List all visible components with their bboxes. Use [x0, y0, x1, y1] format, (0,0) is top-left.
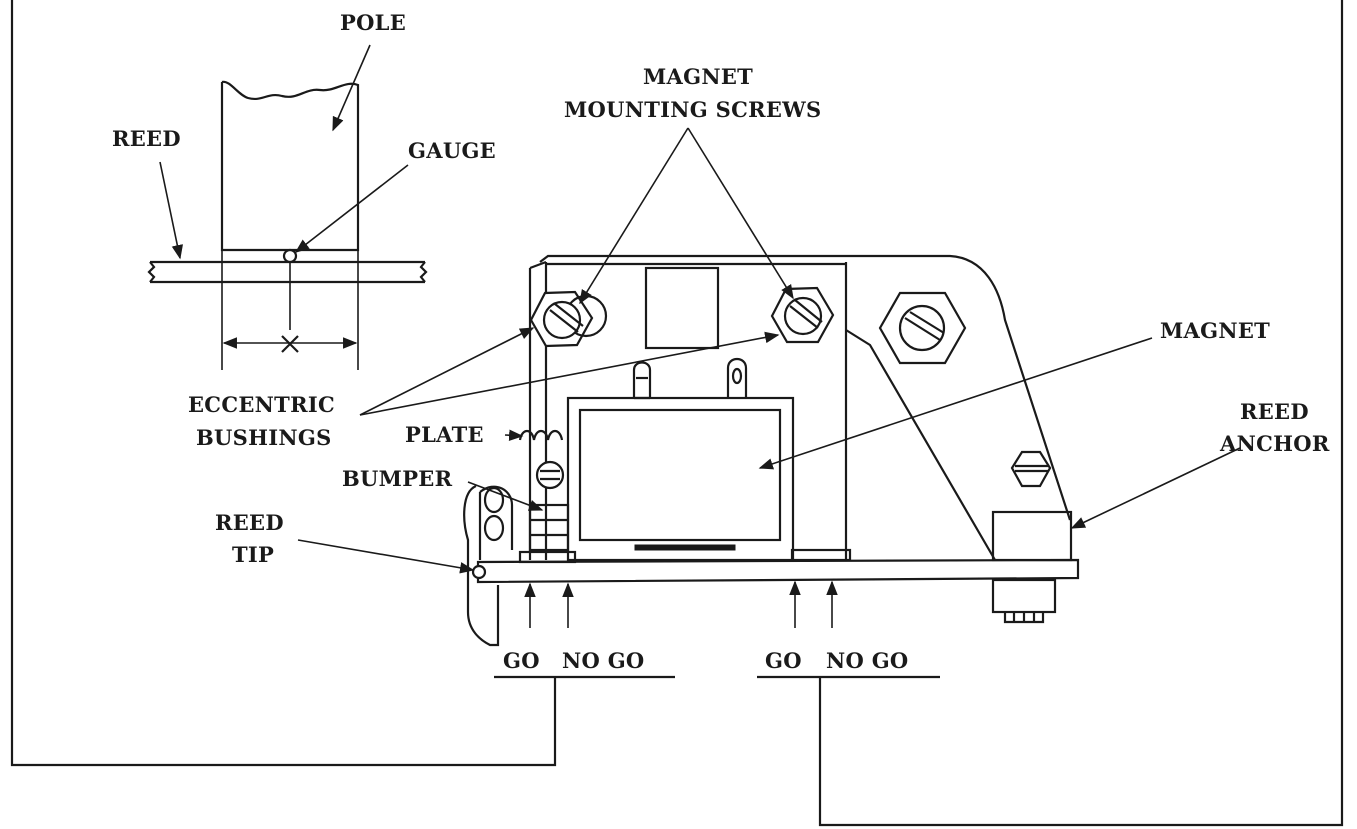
- plate-top: [546, 262, 848, 560]
- relay-assembly: [463, 254, 1080, 647]
- labels: POLE REED GAUGE MAGNET MOUNTING SCREWS M…: [112, 10, 1330, 673]
- label-eccentric: ECCENTRIC: [188, 392, 335, 417]
- frame-lines: [10, 0, 1344, 827]
- label-left-nogo: NO GO: [562, 648, 645, 673]
- label-right-go: GO: [765, 648, 802, 673]
- label-bumper: BUMPER: [342, 466, 453, 491]
- reed-tip: [471, 564, 487, 580]
- plate-leader: [504, 429, 524, 441]
- reed-anchor-leader: [1070, 447, 1241, 529]
- label-magnet: MAGNET: [1160, 318, 1270, 343]
- label-bushings: BUSHINGS: [196, 425, 332, 450]
- plate-notches: [518, 429, 564, 441]
- bumper-leader: [467, 481, 544, 511]
- bracket-diagonal: [845, 329, 996, 561]
- label-reed-anchor-1: REED: [1240, 399, 1309, 424]
- label-reed-anchor-2: ANCHOR: [1219, 431, 1330, 456]
- inset-reed: [150, 260, 425, 284]
- main-reed: [476, 558, 1080, 584]
- x-mark-icon: [281, 335, 299, 353]
- bumper-screw: [535, 460, 565, 490]
- leader-lines: [159, 44, 1241, 574]
- label-reed-tip-1: REED: [215, 510, 284, 535]
- inset-reed-breaks: [147, 261, 428, 283]
- magnet-coil: [578, 408, 782, 542]
- label-reed-tip-2: TIP: [232, 542, 274, 567]
- label-right-nogo: NO GO: [826, 648, 909, 673]
- label-reed: REED: [112, 126, 181, 151]
- reed-tip-leader: [297, 539, 475, 574]
- anchor-screw: [1010, 450, 1052, 488]
- reed-anchor-block: [991, 510, 1073, 562]
- magnet-leader: [758, 337, 1153, 470]
- label-pole: POLE: [340, 10, 406, 35]
- screw-left-leader: [579, 127, 689, 305]
- bushing-right-leader: [359, 331, 780, 416]
- gauge-indicators: [494, 580, 940, 679]
- label-left-go: GO: [503, 648, 540, 673]
- bumper: [528, 503, 570, 552]
- inset-detail: [147, 80, 428, 370]
- label-plate: PLATE: [405, 422, 484, 447]
- pole-shape: [220, 80, 360, 252]
- pole-leader: [332, 44, 371, 132]
- label-magnet-mounting-1: MAGNET: [643, 64, 753, 89]
- reed-leader: [159, 161, 183, 260]
- label-magnet-mounting-2: MOUNTING SCREWS: [564, 97, 822, 122]
- gauge-ball: [282, 248, 298, 264]
- label-gauge: GAUGE: [408, 138, 496, 163]
- magnet-coil-outer: [566, 396, 795, 562]
- contact-spring: [463, 484, 500, 647]
- screw-right-leader: [687, 127, 794, 300]
- gauge-leader: [294, 164, 409, 253]
- bushing-left-leader: [359, 327, 535, 416]
- bracket-outline: [539, 254, 1072, 521]
